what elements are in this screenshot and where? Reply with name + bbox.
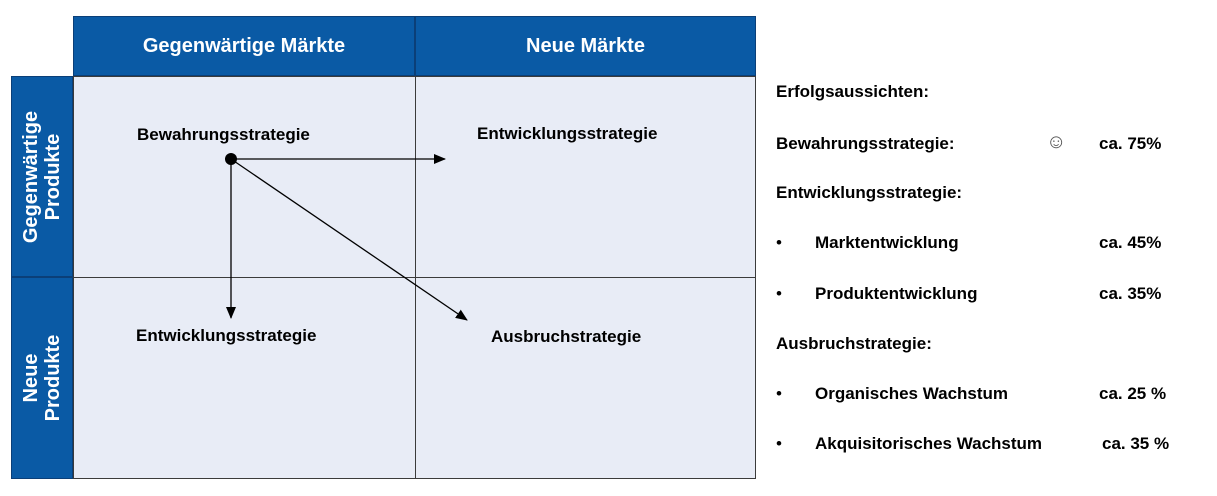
- bullet: •: [776, 284, 782, 303]
- panel-heading: Erfolgsaussichten:: [776, 82, 930, 101]
- smiley-face-icon: ☺: [1046, 131, 1067, 153]
- cell-bottom-left: [73, 277, 416, 479]
- entwicklung-heading: Entwicklungsstrategie:: [776, 183, 963, 202]
- item-akquisitorisches-wachstum: Akquisitorisches Wachstum: [815, 434, 1043, 453]
- label-entwicklungsstrategie-products: Entwicklungsstrategie: [136, 326, 317, 345]
- arrow-diagonal: [230, 158, 468, 321]
- label-ausbruchstrategie: Ausbruchstrategie: [491, 327, 642, 346]
- row-header-new-products: Neue Produkte: [11, 277, 73, 479]
- value-akquisitorisches-wachstum: ca. 35 %: [1102, 434, 1170, 453]
- ausbruch-heading: Ausbruchstrategie:: [776, 334, 932, 353]
- column-header-current-markets: Gegenwärtige Märkte: [73, 16, 415, 76]
- item-organisches-wachstum: Organisches Wachstum: [815, 384, 1009, 403]
- label-bewahrungsstrategie: Bewahrungsstrategie: [137, 125, 310, 144]
- value-marktentwicklung: ca. 45%: [1099, 233, 1162, 252]
- bullet: •: [776, 384, 782, 403]
- bewahrung-label: Bewahrungsstrategie:: [776, 134, 955, 153]
- item-marktentwicklung: Marktentwicklung: [815, 233, 959, 252]
- value-organisches-wachstum: ca. 25 %: [1099, 384, 1167, 403]
- value-produktentwicklung: ca. 35%: [1099, 284, 1162, 303]
- bewahrung-value: ca. 75%: [1099, 134, 1162, 153]
- item-produktentwicklung: Produktentwicklung: [815, 284, 978, 303]
- label-entwicklungsstrategie-markets: Entwicklungsstrategie: [477, 124, 658, 143]
- bullet: •: [776, 233, 782, 252]
- column-header-new-markets: Neue Märkte: [415, 16, 756, 76]
- cell-bottom-right: [415, 277, 756, 479]
- row-header-current-products: Gegenwärtige Produkte: [11, 76, 73, 277]
- bullet: •: [776, 434, 782, 453]
